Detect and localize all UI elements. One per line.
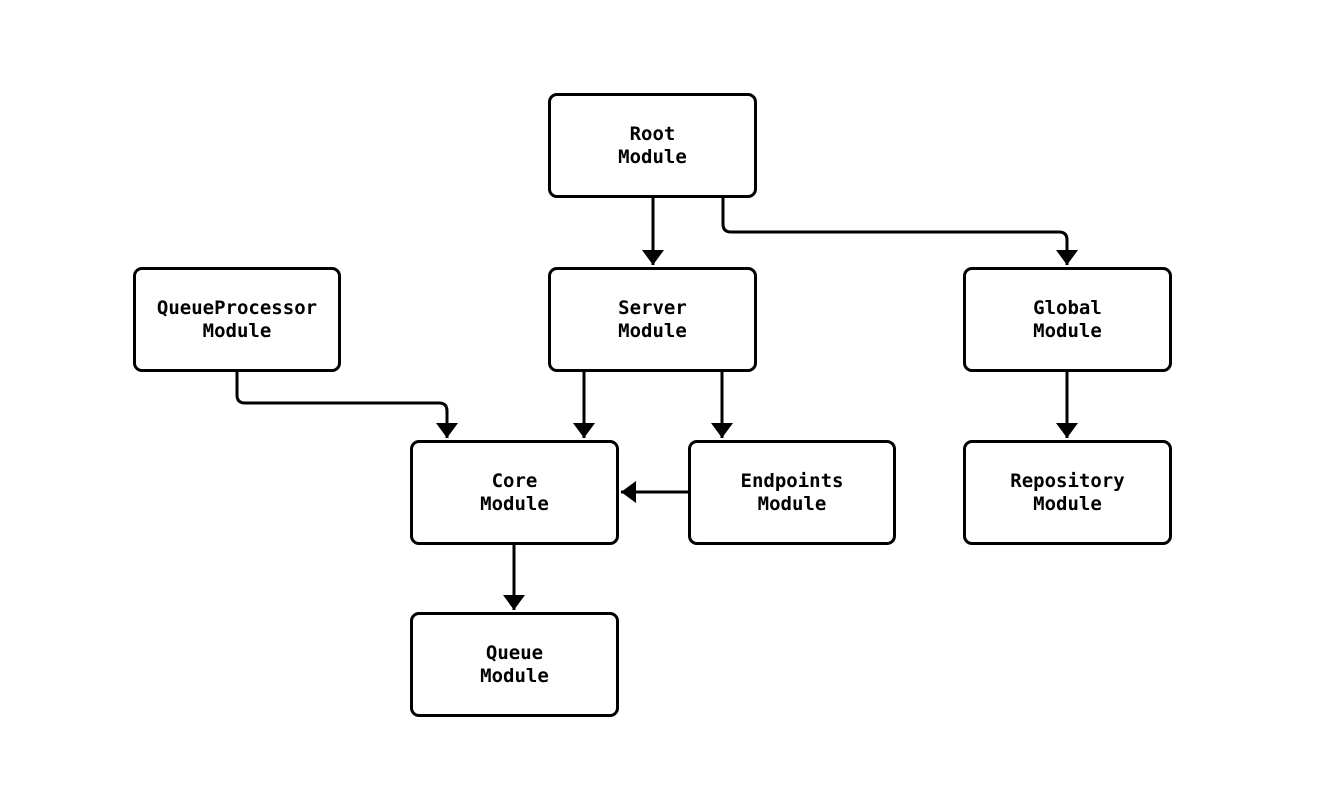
node-label-line: Module xyxy=(480,664,549,687)
node-label-line: Module xyxy=(1033,319,1102,342)
node-label-line: Global xyxy=(1033,296,1102,319)
node-server-module: Server Module xyxy=(548,267,757,372)
node-repository-module: Repository Module xyxy=(963,440,1172,545)
node-label-line: Endpoints xyxy=(740,469,844,492)
node-core-module: Core Module xyxy=(410,440,619,545)
node-label-line: Queue xyxy=(485,641,544,664)
node-global-module: Global Module xyxy=(963,267,1172,372)
node-label-line: Module xyxy=(1033,492,1102,515)
edge-root-to-global xyxy=(721,198,1078,265)
node-label-line: Repository xyxy=(1010,469,1125,492)
node-label-line: QueueProcessor xyxy=(156,296,318,319)
node-label-line: Root xyxy=(629,122,676,145)
node-label-line: Module xyxy=(757,492,827,515)
node-root-module: Root Module xyxy=(548,93,757,198)
node-label-line: Module xyxy=(202,319,272,342)
node-queueprocessor-module: QueueProcessor Module xyxy=(133,267,341,372)
node-endpoints-module: Endpoints Module xyxy=(688,440,896,545)
node-queue-module: Queue Module xyxy=(410,612,619,717)
node-label-line: Server xyxy=(618,296,687,319)
node-label-line: Core xyxy=(491,469,538,492)
node-label-line: Module xyxy=(480,492,549,515)
node-label-line: Module xyxy=(618,145,687,168)
node-label-line: Module xyxy=(618,319,687,342)
edge-queueprocessor-to-core xyxy=(235,372,458,438)
